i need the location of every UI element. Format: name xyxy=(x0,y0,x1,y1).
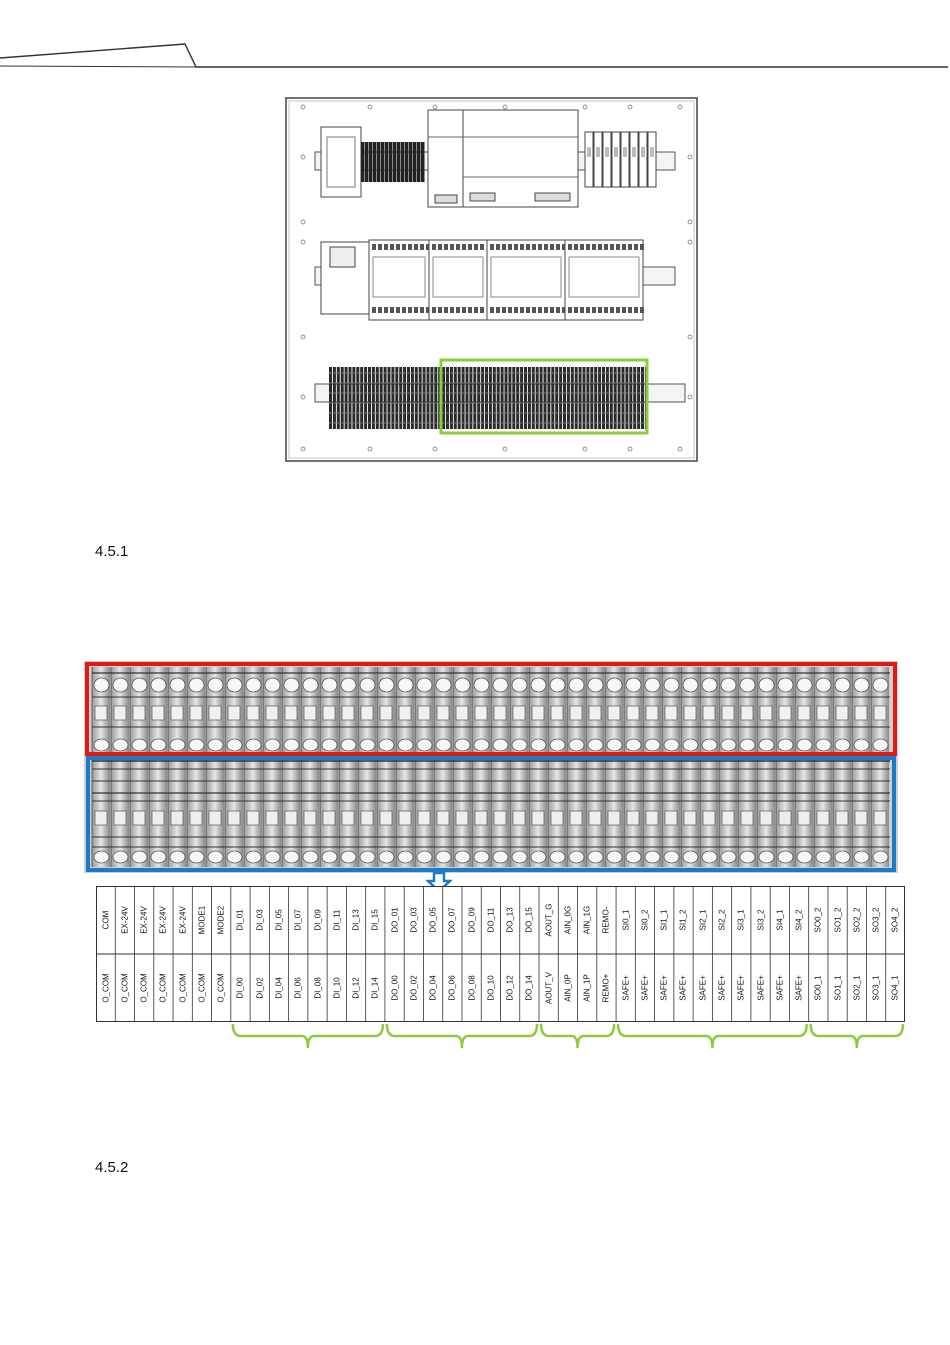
terminal-strip-photo xyxy=(84,661,898,873)
din-rail-1 xyxy=(314,109,676,208)
group-bracket xyxy=(809,1023,905,1049)
section-number-4-5-2: 4.5.2 xyxy=(95,1159,129,1176)
group-bracket xyxy=(231,1023,385,1049)
group-bracket xyxy=(616,1023,808,1049)
group-bracket xyxy=(385,1023,539,1049)
bottom-terminal-frame xyxy=(86,756,896,872)
label-table-grid xyxy=(96,886,905,1022)
din-rail-2 xyxy=(314,239,676,321)
din-rail-3 xyxy=(314,358,686,435)
group-bracket xyxy=(539,1023,616,1049)
top-terminal-frame xyxy=(85,662,897,756)
group-brackets xyxy=(231,1023,905,1049)
section-number-4-5-1: 4.5.1 xyxy=(95,543,129,560)
control-cabinet-drawing xyxy=(285,97,698,462)
highlight-frame xyxy=(439,358,649,435)
page-header-rule xyxy=(0,43,948,68)
